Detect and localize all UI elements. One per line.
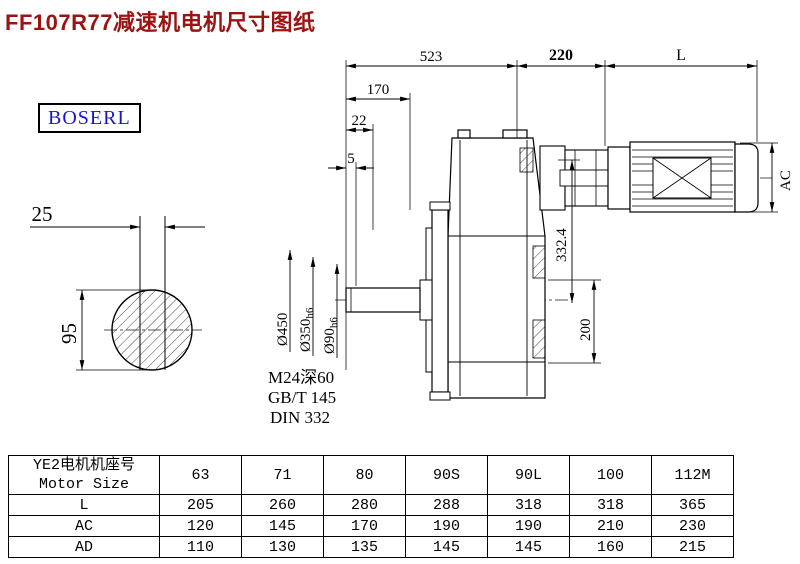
motor-size-cell: 71 bbox=[241, 455, 324, 495]
motor-size-header-cell: YE2电机机座号 Motor Size bbox=[8, 455, 160, 495]
table-header-row: YE2电机机座号 Motor Size 63 71 80 90S 90L 100… bbox=[8, 455, 734, 495]
dim-value-cell: 210 bbox=[569, 515, 652, 537]
dim-value-cell: 170 bbox=[323, 515, 406, 537]
dim-value-cell: 260 bbox=[241, 494, 324, 516]
lifting-lug bbox=[457, 129, 471, 139]
motor-size-cell: 100 bbox=[569, 455, 652, 495]
table-row-L: L 205 260 280 288 318 318 365 bbox=[8, 494, 734, 516]
output-shaft bbox=[345, 287, 421, 313]
section-hatch bbox=[519, 147, 534, 173]
fan-cowl bbox=[734, 143, 759, 213]
dim-22-label: 22 bbox=[352, 113, 367, 129]
dimension-labels: 523 220 L 170 22 5 AC 25 95 Ø450 Ø350h6 … bbox=[32, 47, 795, 427]
dim-value-cell: 288 bbox=[405, 494, 488, 516]
shaft-hub bbox=[419, 279, 433, 321]
input-shaft bbox=[559, 169, 609, 187]
motor-size-cell: 63 bbox=[159, 455, 242, 495]
dimension-lines bbox=[30, 63, 775, 370]
dim-332-label: 332.4 bbox=[554, 228, 570, 262]
dim-25-label: 25 bbox=[32, 202, 53, 226]
dim-value-cell: 160 bbox=[569, 536, 652, 558]
dim-220-label: 220 bbox=[549, 47, 573, 64]
dim-label-cell: AC bbox=[8, 515, 160, 537]
table-row-AD: AD 110 130 135 145 145 160 215 bbox=[8, 536, 734, 558]
dim-200-label: 200 bbox=[578, 319, 594, 342]
dim-170-label: 170 bbox=[367, 82, 390, 98]
section-hatch bbox=[532, 319, 546, 359]
dim-value-cell: 215 bbox=[651, 536, 734, 558]
shaft-section-circle bbox=[111, 289, 193, 371]
dim-value-cell: 145 bbox=[487, 536, 570, 558]
dim-value-cell: 205 bbox=[159, 494, 242, 516]
technical-drawing: 523 220 L 170 22 5 AC 25 95 Ø450 Ø350h6 … bbox=[30, 47, 795, 427]
motor-size-cell: 112M bbox=[651, 455, 734, 495]
dim-value-cell: 145 bbox=[241, 515, 324, 537]
dim-value-cell: 110 bbox=[159, 536, 242, 558]
gearbox-motor-outline bbox=[345, 129, 759, 401]
dim-523-label: 523 bbox=[420, 49, 443, 65]
brand-text: BOSERL bbox=[48, 107, 131, 129]
dim-value-cell: 130 bbox=[241, 536, 324, 558]
dim-value-cell: 145 bbox=[405, 536, 488, 558]
section-hatch bbox=[532, 245, 546, 279]
motor-dimension-table: YE2电机机座号 Motor Size 63 71 80 90S 90L 100… bbox=[8, 455, 734, 558]
gear-housing bbox=[447, 137, 546, 399]
dia-350-label: Ø350h6 bbox=[298, 307, 316, 352]
dim-value-cell: 280 bbox=[323, 494, 406, 516]
dim-value-cell: 120 bbox=[159, 515, 242, 537]
motor-size-cell: 90L bbox=[487, 455, 570, 495]
dim-value-cell: 318 bbox=[487, 494, 570, 516]
motor-size-header-cn: YE2电机机座号 bbox=[32, 457, 135, 474]
dim-value-cell: 190 bbox=[405, 515, 488, 537]
mounting-flange bbox=[431, 209, 449, 393]
motor-size-cell: 90S bbox=[405, 455, 488, 495]
standard-note-din: DIN 332 bbox=[270, 408, 330, 427]
shaft-thread-note: M24深60 bbox=[268, 368, 334, 387]
dim-value-cell: 190 bbox=[487, 515, 570, 537]
dim-5-label: 5 bbox=[347, 151, 355, 167]
dim-L-label: L bbox=[676, 47, 686, 64]
dim-value-cell: 365 bbox=[651, 494, 734, 516]
dim-95-label: 95 bbox=[57, 323, 81, 344]
standard-note-gbt: GB/T 145 bbox=[268, 388, 336, 407]
shaft-section-view bbox=[111, 216, 193, 371]
page-title: FF107R77减速机电机尺寸图纸 bbox=[5, 10, 316, 35]
dia-450-label: Ø450 bbox=[275, 313, 291, 346]
motor-size-header-en: Motor Size bbox=[38, 476, 129, 493]
flange-boss bbox=[429, 391, 451, 401]
dia-90-label: Ø90h6 bbox=[322, 317, 340, 354]
dim-value-cell: 135 bbox=[323, 536, 406, 558]
motor-fins bbox=[632, 149, 733, 207]
dim-label-cell: AD bbox=[8, 536, 160, 558]
dim-AC-label: AC bbox=[778, 170, 794, 191]
brand-logo: BOSERL bbox=[38, 103, 141, 133]
dim-value-cell: 318 bbox=[569, 494, 652, 516]
motor-flange bbox=[607, 146, 631, 210]
dim-value-cell: 230 bbox=[651, 515, 734, 537]
motor-size-cell: 80 bbox=[323, 455, 406, 495]
flange-boss bbox=[429, 201, 451, 211]
dim-label-cell: L bbox=[8, 494, 160, 516]
lifting-lug bbox=[502, 129, 528, 139]
table-row-AC: AC 120 145 170 190 190 210 230 bbox=[8, 515, 734, 537]
